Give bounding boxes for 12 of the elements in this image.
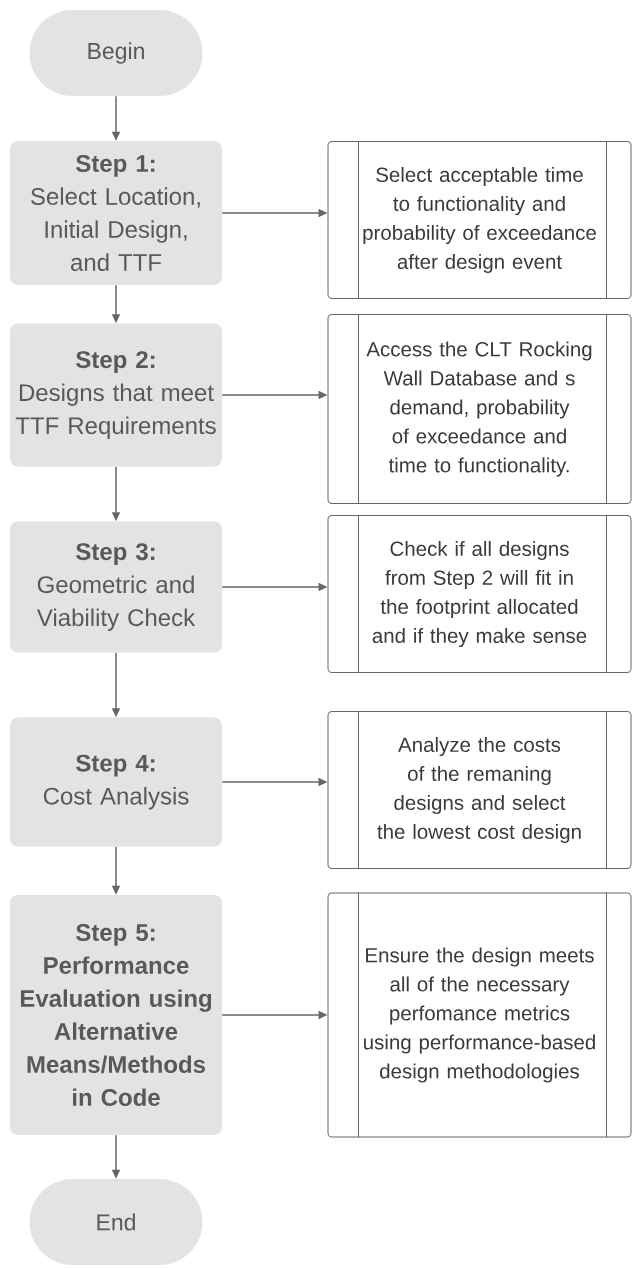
- description-box: Analyze the costs of the remaning designs and select the lowest cost design: [327, 710, 632, 870]
- description-box: Check if all designs from Step 2 will fit in the footprint allocated and if they make sense: [327, 514, 632, 674]
- description-box: Access the CLT Rocking Wall Database and s demand, probability of exceedance and time to functionality.: [327, 313, 632, 505]
- step-box: Step 2: Designs that meet TTF Requirements: [10, 323, 222, 467]
- description-box: Ensure the design meets all of the necessary perfomance metrics using performance-based design methodologies: [327, 892, 632, 1138]
- step-box: Step 4: Cost Analysis: [10, 717, 222, 847]
- description-box: Select acceptable time to functionality and probability of exceedance after design event: [327, 140, 632, 300]
- step-box: Step 3: Geometric and Viability Check: [10, 521, 222, 653]
- step-box: Step 5: Performance Evaluation using Alternative Means/Methods in Code: [10, 895, 222, 1135]
- terminal-pill: Begin: [29, 10, 203, 96]
- step-box: Step 1: Select Location, Initial Design, and TTF: [10, 141, 222, 285]
- terminal-pill: End: [29, 1179, 203, 1265]
